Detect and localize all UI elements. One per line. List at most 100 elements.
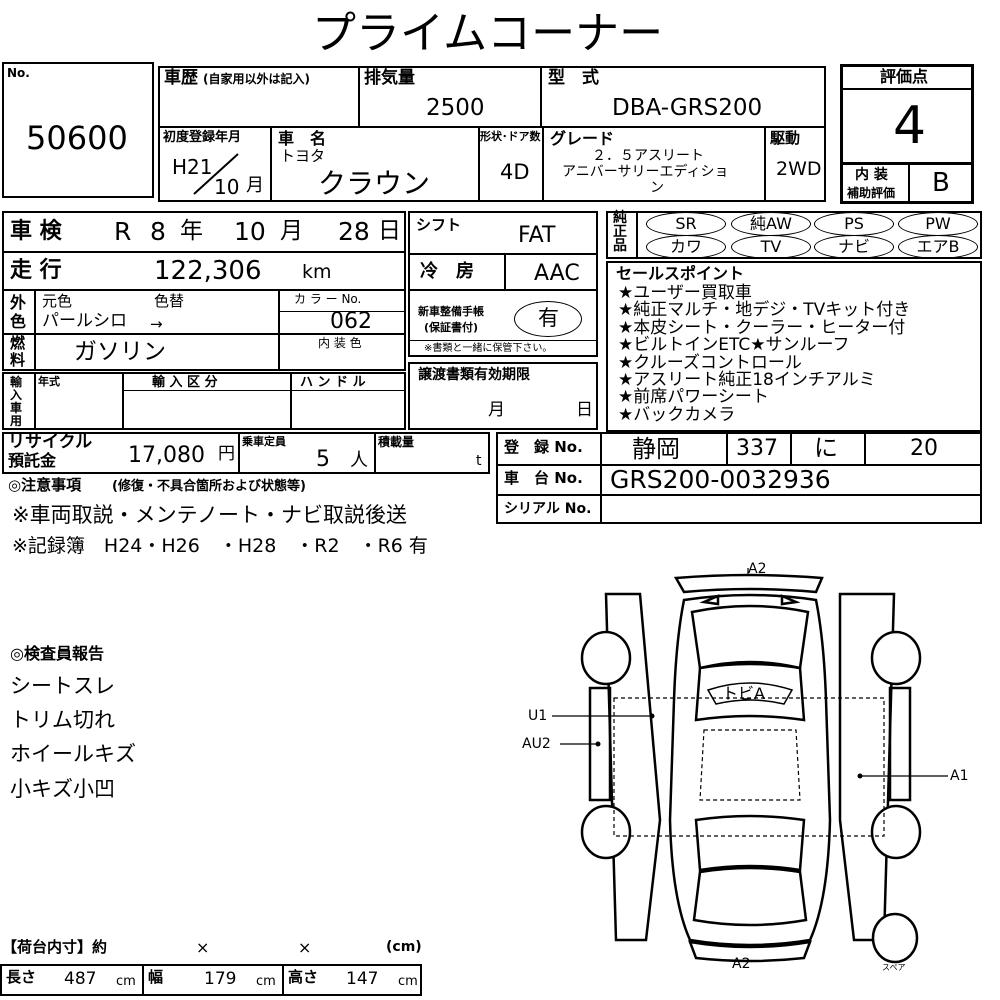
fuel-value: ガソリン	[74, 339, 166, 365]
diagram-label-front: A2	[748, 561, 767, 577]
cargo-height: 147	[346, 969, 379, 989]
diagram-label-rear: A2	[732, 956, 751, 972]
model-label: 型 式	[548, 68, 599, 88]
capacity-unit: 人	[350, 450, 368, 471]
recycle-value: 17,080	[128, 443, 205, 468]
sales-point: ★バックカメラ	[618, 404, 736, 425]
import-side-label-1: 輸	[10, 375, 23, 389]
equip-alloy-wheels: 純AW	[731, 212, 811, 236]
diagram-label-au2: AU2	[522, 736, 551, 752]
sales-point: ★アスリート純正18インチアルミ	[618, 370, 876, 391]
equip-airbag: エアB	[898, 235, 978, 259]
transfer-label: 譲渡書類有効期限	[418, 367, 530, 383]
cargo-height-unit: cm	[398, 974, 418, 989]
import-side-label-3: 車	[10, 401, 23, 415]
diagram-label-a1: A1	[950, 768, 969, 784]
interior-label-1: 内 装	[855, 167, 888, 183]
shift-label: シフト	[416, 216, 462, 234]
handle-label: ハ ン ド ル	[300, 375, 366, 390]
fuel-row: 燃 料 ガソリン 内 装 色	[2, 333, 406, 371]
capacity-value: 5	[316, 447, 330, 472]
color-label-bottom: 色	[10, 312, 27, 331]
equipment-box	[606, 211, 982, 259]
inspection-label: 車 検	[10, 219, 62, 244]
grade-line2: アニバーサリーエディショ	[562, 164, 729, 180]
color-code-label: カ ラ ー No.	[294, 292, 362, 306]
inspector-item: トリム切れ	[10, 708, 115, 732]
registration-kana: に	[814, 434, 838, 462]
chassis-label: 車 台 No.	[504, 469, 583, 487]
sales-point: ★ユーザー買取車	[618, 283, 752, 303]
first-reg-month-unit: 月	[246, 175, 264, 196]
inspection-month: 10	[234, 217, 266, 246]
cargo-times-2: ×	[298, 938, 312, 957]
notes-line-1: ※車両取説・メンテノート・ナビ取説後送	[12, 503, 407, 527]
shift-value: FAT	[518, 223, 556, 248]
equip-side-3: 品	[613, 238, 627, 254]
registration-label: 登 録 No.	[504, 438, 583, 456]
equip-sr: SR	[646, 212, 726, 236]
mileage-row: 走 行 122,306 km	[2, 251, 406, 291]
drive-value: 2WD	[776, 158, 822, 180]
chassis-number: GRS200-0032936	[610, 465, 831, 494]
history-label: 車歴	[164, 68, 198, 88]
model-value: DBA-GRS200	[612, 95, 763, 121]
equip-side-2: 正	[613, 224, 627, 240]
recycle-label-2: 預託金	[8, 451, 57, 470]
registration-box	[496, 432, 982, 524]
cargo-unit: (cm)	[386, 939, 422, 955]
fuel-label-bottom: 料	[10, 351, 26, 369]
inspector-item: ホイールキズ	[10, 742, 136, 766]
first-reg-slash	[193, 153, 239, 195]
capacity-label: 乗車定員	[242, 435, 286, 448]
sales-points-list: ★ユーザー買取車 ★純正マルチ・地デジ・TVキット付き ★本皮シート・クーラー・…	[618, 283, 910, 425]
lot-number: 50600	[26, 119, 128, 157]
doors-label: 形状･ドア数	[480, 130, 541, 143]
inspection-day: 28	[338, 217, 370, 246]
cargo-length: 487	[64, 969, 97, 989]
mileage-label: 走 行	[10, 258, 62, 283]
inspection-year-unit: 年	[180, 218, 203, 244]
interior-score: B	[932, 168, 950, 198]
mileage-value: 122,306	[154, 256, 262, 286]
color-change-arrow: →	[150, 315, 163, 333]
aircon-row: 冷 房 AAC	[408, 253, 598, 291]
score-value: 4	[893, 96, 927, 156]
inspection-row: 車 検 R 8 年 10 月 28 日	[2, 211, 406, 253]
cargo-times-1: ×	[196, 938, 210, 957]
recycle-label-1: リサイクル	[8, 432, 93, 452]
recycle-row	[2, 432, 490, 474]
vehicle-info-grid	[158, 66, 826, 202]
inspector-item: シートスレ	[10, 674, 115, 698]
cargo-width: 179	[204, 969, 237, 989]
cargo-height-label: 高さ	[288, 968, 319, 986]
recycle-unit: 円	[218, 444, 235, 464]
maintenance-label-2: (保証書付)	[424, 321, 479, 334]
notes-label-note: (修復・不具合箇所および状態等)	[112, 479, 306, 494]
first-reg-era: H21	[172, 155, 213, 179]
displacement-label: 排気量	[364, 68, 415, 88]
notes-line-2: ※記録簿 H24・H26 ・H28 ・R2 ・R6 有	[12, 535, 428, 557]
interior-label-2: 補助評価	[847, 186, 896, 200]
page-title: プライムコーナー	[312, 8, 664, 59]
changed-color-label: 色替	[154, 292, 185, 310]
transfer-row: 譲渡書類有効期限 月 日	[408, 362, 598, 430]
first-reg-month: 10	[214, 175, 240, 199]
aircon-value: AAC	[534, 261, 580, 286]
original-color: パールシロ	[42, 311, 127, 331]
car-damage-diagram	[552, 568, 948, 964]
maintenance-oval	[514, 301, 582, 337]
sales-points-label: セールスポイント	[616, 264, 745, 283]
doors-value: 4D	[500, 160, 530, 184]
fuel-label-top: 燃	[10, 334, 26, 352]
equip-leather: カワ	[646, 235, 726, 259]
inspection-month-unit: 月	[280, 218, 303, 244]
equip-navi: ナビ	[814, 235, 894, 259]
grade-line3: ン	[650, 180, 664, 196]
maintenance-label-1: 新車整備手帳	[418, 305, 484, 318]
serial-label: シリアル No.	[504, 501, 592, 517]
history-note: (自家用以外は記入)	[203, 72, 310, 86]
sales-point: ★ビルトインETC★サンルーフ	[618, 335, 850, 356]
import-side-label-2: 入	[10, 388, 23, 402]
color-code: 062	[330, 309, 372, 334]
